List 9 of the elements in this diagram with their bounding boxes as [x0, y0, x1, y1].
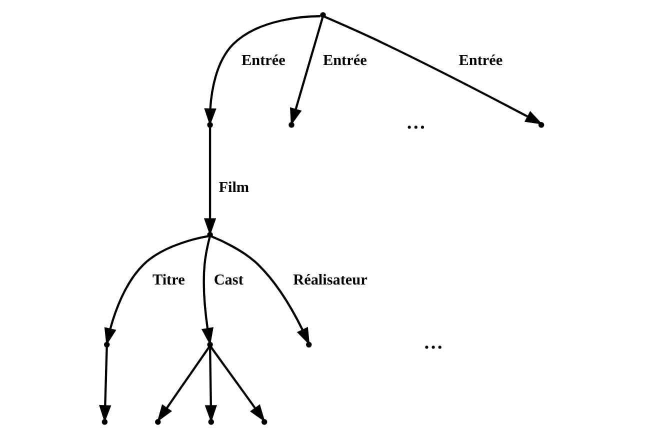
- label: …: [406, 112, 426, 134]
- edge-label: Titre: [152, 272, 185, 289]
- edge-label: Cast: [214, 272, 244, 289]
- edge-label: Réalisateur: [293, 272, 368, 289]
- edge-label: Entrée: [458, 52, 503, 69]
- edge-label: Entrée: [323, 52, 367, 69]
- edge-label: Film: [218, 178, 250, 196]
- edge-label: Entrée: [242, 52, 286, 69]
- label: …: [423, 332, 444, 354]
